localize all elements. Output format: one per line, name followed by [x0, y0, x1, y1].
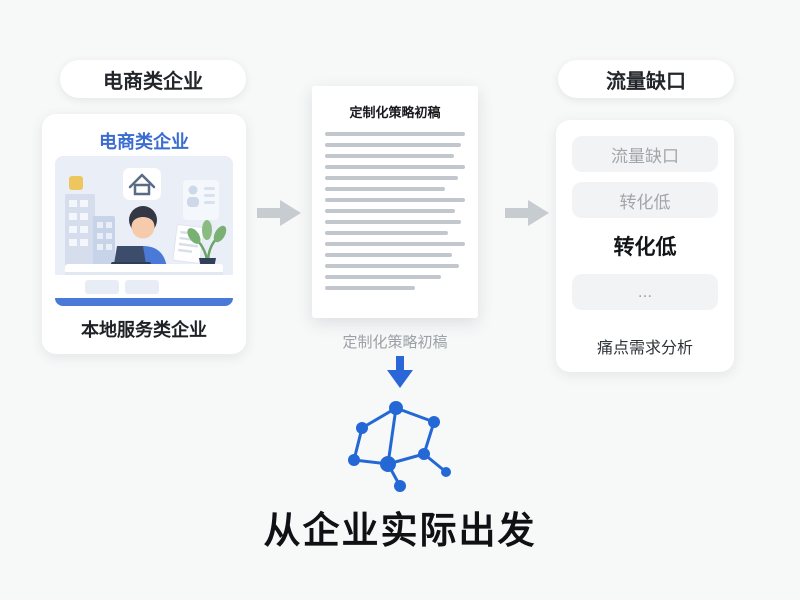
document-text-line — [325, 132, 465, 136]
enterprise-card: 电商类企业 — [42, 114, 246, 354]
pain-point-item: ... — [572, 274, 718, 310]
network-graph-icon — [344, 398, 458, 499]
document-caption: 定制化策略初稿 — [342, 334, 448, 351]
document-text-line — [325, 176, 458, 180]
document-text-line — [325, 231, 449, 235]
office-scene-icon — [55, 156, 233, 306]
document-text-line — [325, 154, 454, 158]
pain-point-caption: 痛点需求分析 — [596, 340, 693, 357]
document-title: 定制化策略初稿 — [349, 105, 441, 120]
right-arrow-icon — [257, 198, 301, 233]
office-worker-illustration — [55, 156, 233, 306]
enterprise-card-title: 电商类企业 — [99, 132, 189, 152]
document-text-line — [325, 286, 415, 290]
document-text-line — [325, 275, 442, 279]
pain-point-card: 流量缺口转化低转化低... 痛点需求分析 — [556, 120, 734, 372]
pain-point-item: 转化低 — [613, 236, 677, 259]
document-text-line — [325, 209, 456, 213]
document-text-line — [325, 242, 465, 246]
strategy-document: 定制化策略初稿 — [312, 86, 478, 318]
document-text-line — [325, 264, 460, 268]
document-text-line — [325, 253, 453, 257]
left-column-badge: 电商类企业 — [60, 60, 246, 98]
pain-point-item: 转化低 — [572, 182, 718, 218]
page-title: 从企业实际出发 — [263, 510, 537, 551]
document-text-line — [325, 143, 461, 147]
document-text-line — [325, 165, 465, 169]
document-text-line — [325, 220, 461, 224]
right-arrow-icon — [505, 198, 549, 233]
enterprise-card-caption: 本地服务类企业 — [81, 320, 207, 340]
down-arrow-icon — [387, 356, 413, 393]
document-text-line — [325, 198, 465, 202]
right-column-badge: 流量缺口 — [558, 60, 734, 98]
document-text-line — [325, 187, 446, 191]
pain-point-list: 流量缺口转化低转化低... — [572, 136, 718, 320]
document-lines — [325, 132, 465, 297]
pain-point-item: 流量缺口 — [572, 136, 718, 172]
